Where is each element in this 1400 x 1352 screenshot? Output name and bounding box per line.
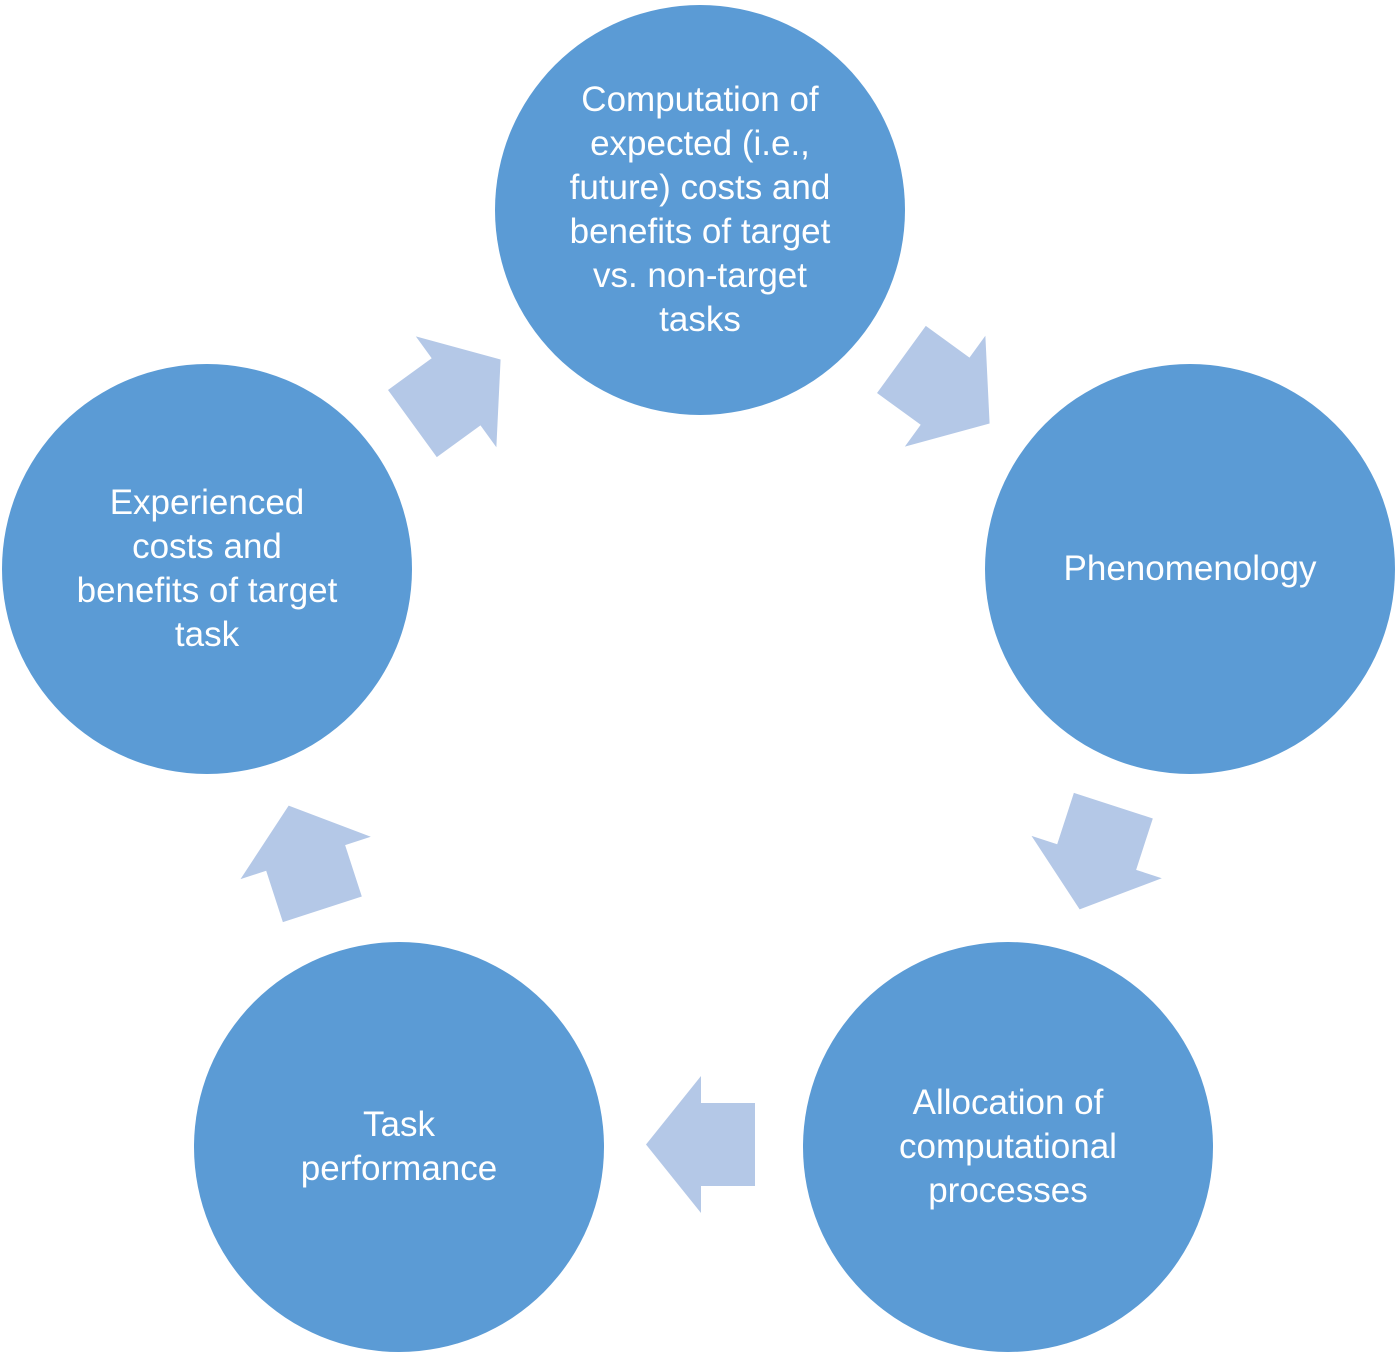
- cycle-node-phenomenology: Phenomenology: [985, 364, 1395, 774]
- arrow-task-performance-to-experienced-shape: [240, 805, 371, 923]
- arrow-experienced-to-computation: [388, 336, 501, 458]
- cycle-node-computation: Computation of expected (i.e., future) c…: [495, 5, 905, 415]
- arrow-computation-to-phenomenology-shape: [877, 325, 990, 447]
- cycle-node-experienced-label: Experienced costs and benefits of target…: [76, 483, 338, 654]
- cycle-node-allocation-label: Allocation of computational processes: [899, 1083, 1117, 1210]
- arrow-phenomenology-to-allocation: [1031, 792, 1162, 910]
- arrow-allocation-to-task-performance: [646, 1076, 755, 1213]
- arrow-task-performance-to-experienced: [240, 805, 371, 923]
- cycle-node-phenomenology-label: Phenomenology: [1063, 549, 1317, 588]
- arrow-experienced-to-computation-shape: [388, 336, 501, 458]
- arrow-computation-to-phenomenology: [877, 325, 990, 447]
- arrow-phenomenology-to-allocation-shape: [1031, 792, 1162, 910]
- arrow-allocation-to-task-performance-shape: [646, 1076, 755, 1213]
- cycle-node-computation-label: Computation of expected (i.e., future) c…: [569, 80, 831, 339]
- cycle-node-experienced: Experienced costs and benefits of target…: [2, 364, 412, 774]
- cycle-node-task-performance-label: Task performance: [300, 1105, 498, 1188]
- cycle-node-allocation: Allocation of computational processes: [803, 942, 1213, 1352]
- cycle-node-task-performance: Task performance: [194, 942, 604, 1352]
